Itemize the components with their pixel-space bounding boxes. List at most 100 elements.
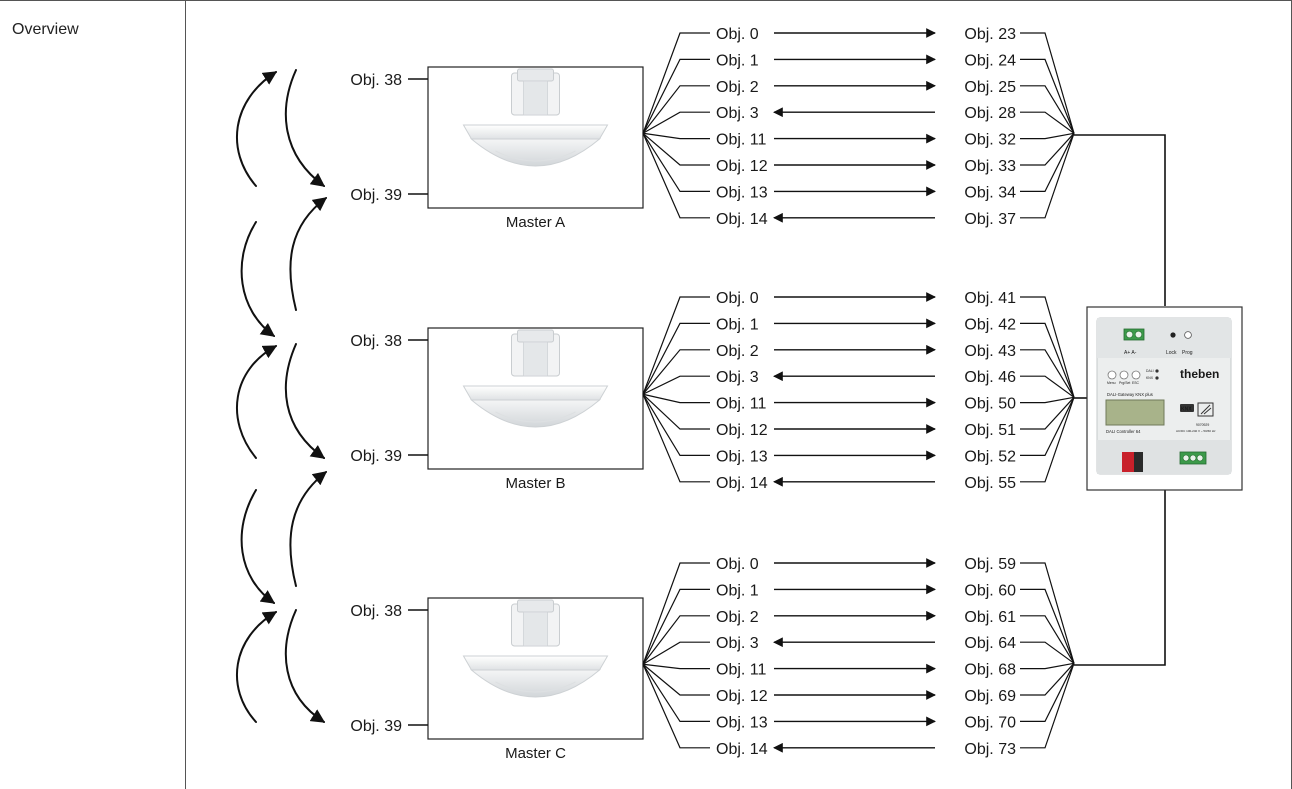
gateway-object-label: Obj. 23 (964, 26, 1016, 43)
curved-arrow-up (289, 471, 328, 587)
fan-line (642, 296, 710, 395)
curved-arrow-up (236, 345, 278, 459)
bus-connector-icon (1122, 452, 1134, 472)
master-object-label: Obj. 11 (716, 396, 767, 413)
fan-line (642, 663, 710, 696)
master-object-label: Obj. 3 (716, 369, 759, 386)
master-object-label: Obj. 1 (716, 582, 759, 599)
label-column: Overview (0, 0, 186, 789)
gateway-object-label: Obj. 34 (964, 184, 1016, 201)
master-object-label: Obj. 1 (716, 52, 759, 69)
curved-arrow-down (240, 221, 276, 337)
fan-line (642, 393, 710, 430)
fan-line (1020, 132, 1075, 140)
knx-status-led-icon (1155, 376, 1159, 380)
fan-line (1020, 32, 1075, 134)
master-object-label: Obj. 3 (716, 105, 759, 122)
gateway-object-label: Obj. 43 (964, 343, 1016, 360)
gateway-object-label: Obj. 50 (964, 396, 1016, 413)
object-mapping-row: Obj. 11 Obj. 50 (642, 393, 1075, 413)
fan-line (1020, 85, 1075, 134)
gateway-object-label: Obj. 33 (964, 158, 1016, 175)
prog-label: Prog (1182, 350, 1193, 356)
fan-line (642, 375, 710, 395)
esc-button-icon (1131, 370, 1141, 380)
knx-logo-badge (1180, 404, 1194, 412)
fan-line (1020, 396, 1075, 430)
master-object-label: Obj. 1 (716, 316, 759, 333)
section-label: Overview (12, 21, 79, 38)
fan-line (1020, 662, 1075, 696)
certification-mark-icon (1197, 402, 1214, 417)
part-number-label: 9070929 (1196, 423, 1209, 427)
gateway-object-label: Obj. 69 (964, 688, 1016, 705)
master-object-label: Obj. 0 (716, 290, 759, 307)
master-object-label: Obj. 0 (716, 26, 759, 43)
object-mapping-row: Obj. 12 Obj. 33 (642, 132, 1075, 175)
fan-line (1020, 396, 1075, 404)
fan-line (642, 588, 710, 665)
master-object-label: Obj. 12 (716, 688, 768, 705)
prog-button-icon (1184, 331, 1192, 339)
fan-line (642, 664, 710, 749)
link-object-label: Obj. 38 (350, 72, 402, 89)
fan-line (1020, 322, 1075, 398)
master-object-label: Obj. 12 (716, 158, 768, 175)
bus-line (1074, 134, 1166, 306)
fan-line (642, 641, 710, 665)
curved-arrow-down (284, 343, 326, 459)
object-mapping-row: Obj. 0 Obj. 41 (642, 290, 1075, 398)
curved-arrow-down (284, 609, 326, 723)
link-object-label: Obj. 39 (350, 718, 402, 735)
fan-line (642, 349, 710, 395)
model-label: DALI-Gateway KNX plus (1107, 392, 1153, 397)
brand-logo: theben (1180, 367, 1219, 381)
master-object-label: Obj. 14 (716, 475, 768, 492)
fan-line (1020, 375, 1075, 398)
fan-line (642, 615, 710, 665)
curved-arrow-up (289, 197, 328, 311)
gateway-object-label: Obj. 41 (964, 290, 1016, 307)
menu-label: Menu (1107, 381, 1116, 385)
presence-sensor-icon (462, 599, 609, 698)
master-object-label: Obj. 3 (716, 635, 759, 652)
gateway-object-label: Obj. 52 (964, 448, 1016, 465)
presence-sensor-icon (462, 68, 609, 167)
master-object-label: Obj. 14 (716, 741, 768, 758)
fan-line (1020, 562, 1075, 664)
prgset-button-icon (1119, 370, 1129, 380)
fan-line (1020, 663, 1075, 723)
fan-line (642, 663, 710, 723)
terminal-block-icon (1123, 328, 1145, 341)
lock-led-icon (1170, 332, 1176, 338)
gateway-object-label: Obj. 68 (964, 662, 1016, 679)
fan-line (642, 663, 710, 670)
prgset-label: Prg/Set (1119, 381, 1130, 385)
fan-line (642, 322, 710, 395)
gateway-object-label: Obj. 37 (964, 211, 1016, 228)
curved-arrow-down (284, 69, 326, 187)
fan-line (1020, 133, 1075, 219)
fan-line (1020, 132, 1075, 166)
dali-status-led-icon (1155, 369, 1159, 373)
fan-line (1020, 349, 1075, 398)
gateway-object-label: Obj. 25 (964, 79, 1016, 96)
fan-line (642, 132, 710, 140)
gateway-top-strip (1097, 318, 1231, 358)
lock-label: Lock (1166, 350, 1177, 356)
gateway-object-label: Obj. 51 (964, 422, 1016, 439)
fan-line (642, 132, 710, 192)
master-object-label: Obj. 11 (716, 662, 767, 679)
